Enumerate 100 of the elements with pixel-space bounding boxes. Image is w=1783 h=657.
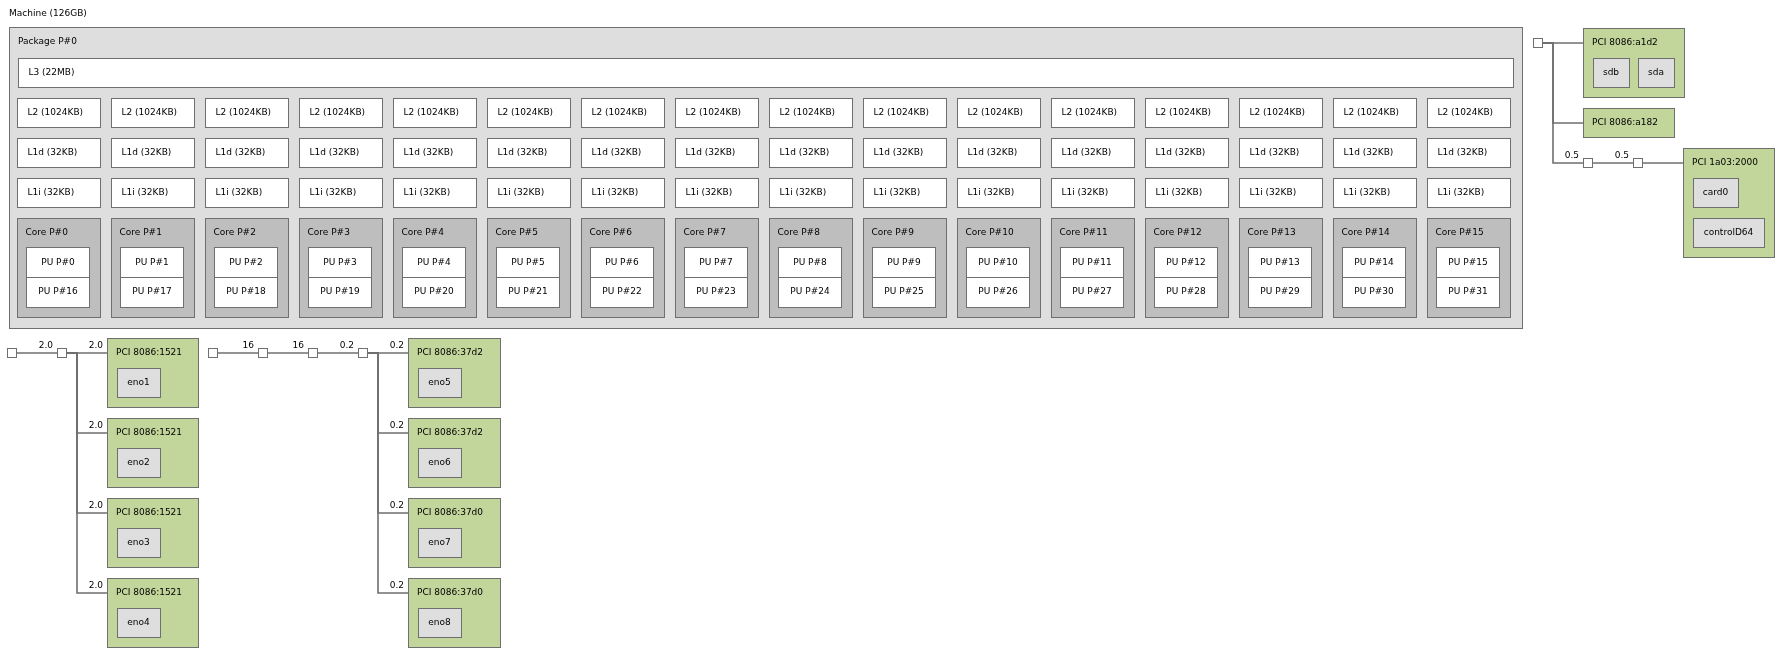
edge-label: 16 (242, 340, 254, 351)
os-device-box (417, 447, 462, 478)
pci-device-label: PCI 8086:37d2 (417, 427, 484, 438)
cache-label: L1i (32KB) (1249, 186, 1297, 198)
core-label: Core P#13 (1247, 226, 1296, 238)
pu-box (402, 276, 466, 308)
pci-device-label: PCI 8086:a1d2 (1592, 37, 1658, 48)
core-box (1238, 217, 1323, 318)
core-box (298, 217, 383, 318)
cache-box (1426, 177, 1511, 208)
core-label: Core P#10 (965, 226, 1014, 238)
cache-label: L2 (1024KB) (779, 106, 836, 118)
os-device-box (116, 527, 161, 558)
pu-label: PU P#11 (1071, 256, 1113, 268)
pu-box (1342, 276, 1406, 308)
pu-label: PU P#1 (134, 256, 170, 268)
os-device-label: sda (1647, 66, 1665, 78)
pu-box (966, 247, 1030, 278)
cache-box (580, 177, 665, 208)
os-device-label: eno7 (427, 536, 452, 548)
connector-line (217, 352, 259, 354)
edge-label: 2.0 (88, 420, 103, 431)
cache-label: L1i (32KB) (309, 186, 357, 198)
pci-device-box (408, 578, 501, 648)
pu-label: PU P#30 (1353, 286, 1395, 297)
pu-label: PU P#2 (228, 256, 264, 268)
pu-label: PU P#16 (37, 286, 79, 297)
cache-label: L1i (32KB) (1437, 186, 1485, 198)
core-label: Core P#5 (495, 226, 538, 238)
pu-label: PU P#15 (1447, 256, 1489, 268)
core-label: Core P#11 (1059, 226, 1108, 238)
cache-box (1238, 177, 1323, 208)
cache-box (17, 57, 1514, 88)
edge-label: 0.5 (1564, 150, 1579, 161)
cache-box (768, 177, 853, 208)
pu-label: PU P#7 (698, 256, 734, 268)
pu-box (308, 247, 372, 278)
machine-label: Machine (126GB) (9, 8, 87, 19)
pci-device-box (1583, 28, 1685, 98)
bridge-square (1583, 158, 1593, 168)
os-device-box (1692, 217, 1765, 248)
cache-box (110, 177, 195, 208)
os-device-box (116, 367, 161, 398)
cache-label: L1d (32KB) (779, 146, 830, 158)
pu-label: PU P#27 (1071, 286, 1113, 297)
os-device-label: eno3 (126, 536, 151, 548)
cache-label: L2 (1024KB) (873, 106, 930, 118)
pu-box (214, 276, 278, 308)
core-box (768, 217, 853, 318)
pci-device-box (107, 418, 199, 488)
cache-label: L1i (32KB) (779, 186, 827, 198)
pci-device-box (408, 338, 501, 408)
pu-box (496, 247, 560, 278)
pu-label: PU P#29 (1259, 286, 1301, 297)
bridge-square (57, 348, 67, 358)
cache-box (1332, 137, 1417, 168)
cache-box (1426, 97, 1511, 128)
pu-label: PU P#13 (1259, 256, 1301, 268)
edge-label: 0.2 (389, 580, 404, 591)
cache-box (674, 137, 759, 168)
core-box (1050, 217, 1135, 318)
pu-label: PU P#26 (977, 286, 1019, 297)
cache-label: L1d (32KB) (215, 146, 266, 158)
cache-box (486, 97, 571, 128)
pu-box (120, 276, 184, 308)
bridge-square (358, 348, 368, 358)
os-device-box (417, 607, 462, 638)
cache-box (486, 177, 571, 208)
cache-label: L1d (32KB) (309, 146, 360, 158)
pu-box (872, 247, 936, 278)
pu-box (26, 276, 90, 308)
pu-label: PU P#18 (225, 286, 267, 297)
edge-label: 0.2 (389, 500, 404, 511)
pu-label: PU P#3 (322, 256, 358, 268)
cache-label: L1i (32KB) (1155, 186, 1203, 198)
pci-device-box (107, 498, 199, 568)
pci-device-label: PCI 8086:1521 (116, 427, 183, 438)
cache-label: L2 (1024KB) (1061, 106, 1118, 118)
cache-box (298, 177, 383, 208)
pu-box (778, 276, 842, 308)
os-device-box (1637, 57, 1675, 88)
edge-label: 2.0 (88, 340, 103, 351)
cache-box (956, 137, 1041, 168)
pci-device-box (1583, 108, 1675, 138)
cache-box (392, 137, 477, 168)
os-device-box (1692, 177, 1739, 208)
pu-box (1154, 247, 1218, 278)
edge-label: 0.2 (389, 340, 404, 351)
pu-label: PU P#8 (792, 256, 828, 268)
pu-box (120, 247, 184, 278)
core-label: Core P#8 (777, 226, 820, 238)
cache-label: L1i (32KB) (967, 186, 1015, 198)
pci-device-label: PCI 8086:1521 (116, 587, 183, 598)
bridge-square (258, 348, 268, 358)
cache-box (1050, 137, 1135, 168)
pci-device-box (107, 338, 199, 408)
core-box (1144, 217, 1229, 318)
pu-label: PU P#20 (413, 286, 455, 297)
cache-label: L1d (32KB) (1437, 146, 1488, 158)
pu-box (1342, 247, 1406, 278)
